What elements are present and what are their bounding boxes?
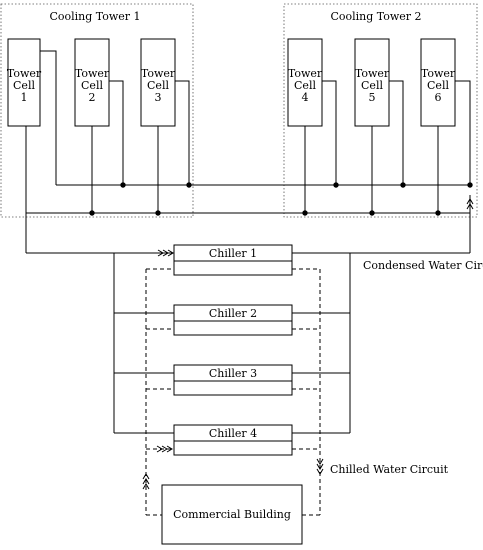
tower-upper-header-pipe bbox=[40, 50, 473, 188]
condensed-water-circuit bbox=[26, 195, 474, 434]
svg-text:Tower: Tower bbox=[288, 67, 323, 80]
chiller-1: Chiller 1 bbox=[173, 244, 293, 276]
tower-cell-5: Tower Cell 5 bbox=[354, 38, 390, 127]
svg-text:1: 1 bbox=[21, 91, 28, 104]
cooling-tower-2-label: Cooling Tower 2 bbox=[330, 10, 421, 23]
svg-text:Tower: Tower bbox=[355, 67, 390, 80]
svg-text:Cell: Cell bbox=[427, 79, 449, 92]
svg-text:Cell: Cell bbox=[294, 79, 316, 92]
tower-cell-2: Tower Cell 2 bbox=[74, 38, 110, 127]
svg-text:Cell: Cell bbox=[147, 79, 169, 92]
tower-lower-header-pipe bbox=[25, 126, 470, 253]
chilled-water-circuit-label: Chilled Water Circuit bbox=[330, 463, 449, 476]
svg-text:Cell: Cell bbox=[81, 79, 103, 92]
tower-cell-4: Tower Cell 4 bbox=[287, 38, 323, 127]
chilled-water-circuit bbox=[142, 268, 324, 516]
tower-cell-6: Tower Cell 6 bbox=[420, 38, 456, 127]
svg-text:Tower: Tower bbox=[421, 67, 456, 80]
chiller-4: Chiller 4 bbox=[173, 424, 293, 456]
svg-text:Tower: Tower bbox=[7, 67, 42, 80]
svg-text:Chiller 3: Chiller 3 bbox=[209, 367, 257, 380]
svg-text:Tower: Tower bbox=[75, 67, 110, 80]
svg-text:4: 4 bbox=[302, 91, 309, 104]
svg-text:6: 6 bbox=[435, 91, 442, 104]
svg-text:3: 3 bbox=[155, 91, 162, 104]
cooling-tower-1-frame bbox=[0, 3, 194, 218]
cooling-tower-1-label: Cooling Tower 1 bbox=[49, 10, 140, 23]
svg-text:Tower: Tower bbox=[141, 67, 176, 80]
svg-text:Commercial Building: Commercial Building bbox=[173, 508, 291, 521]
commercial-building: Commercial Building bbox=[161, 484, 303, 545]
tower-cell-1: Tower Cell 1 bbox=[7, 38, 42, 127]
chiller-3: Chiller 3 bbox=[173, 364, 293, 396]
svg-text:5: 5 bbox=[369, 91, 376, 104]
svg-text:2: 2 bbox=[89, 91, 96, 104]
svg-text:Chiller 2: Chiller 2 bbox=[209, 307, 257, 320]
svg-text:Cell: Cell bbox=[13, 79, 35, 92]
svg-text:Chiller 4: Chiller 4 bbox=[209, 427, 257, 440]
chiller-2: Chiller 2 bbox=[173, 304, 293, 336]
condensed-water-circuit-label: Condensed Water Circuit bbox=[363, 259, 483, 272]
tower-cell-3: Tower Cell 3 bbox=[140, 38, 176, 127]
svg-text:Chiller 1: Chiller 1 bbox=[209, 247, 257, 260]
svg-text:Cell: Cell bbox=[361, 79, 383, 92]
